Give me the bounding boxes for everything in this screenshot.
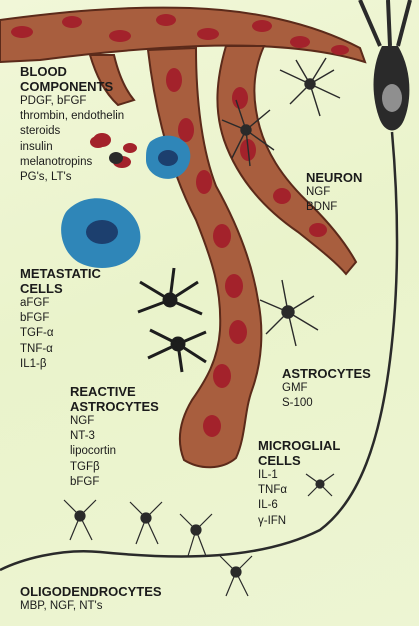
oligodendrocytes-item: MBP, NGF, NT's	[20, 599, 162, 614]
astrocytes-item: GMF	[282, 381, 371, 396]
reactive-astrocytes-item: TGFβ	[70, 460, 159, 475]
metastatic-item: TNF-α	[20, 342, 101, 357]
oligodendrocytes-list: MBP, NGF, NT's	[20, 599, 162, 614]
neuron-title: NEURON	[306, 170, 362, 185]
reactive-astrocytes-item: NT-3	[70, 429, 159, 444]
microglial-title: MICROGLIAL CELLS	[258, 438, 340, 468]
astrocyte-top	[280, 58, 340, 116]
reactive-astrocytes-item: lipocortin	[70, 444, 159, 459]
metastatic-item: bFGF	[20, 311, 101, 326]
astrocytes-group: ASTROCYTES GMF S-100	[282, 366, 371, 411]
metastatic-group: METASTATIC CELLS aFGF bFGF TGF-α TNF-α I…	[20, 266, 101, 372]
metastatic-list: aFGF bFGF TGF-α TNF-α IL1-β	[20, 296, 101, 372]
metastatic-item: IL1-β	[20, 357, 101, 372]
blood-component-item: insulin	[20, 140, 124, 155]
reactive-astrocytes	[138, 268, 206, 372]
blood-components-group: BLOOD COMPONENTS PDGF, bFGF thrombin, en…	[20, 64, 124, 185]
microglial-group: MICROGLIAL CELLS IL-1 TNFα IL-6 γ-IFN	[258, 438, 340, 529]
oligodendrocytes-group: OLIGODENDROCYTES MBP, NGF, NT's	[20, 584, 162, 614]
oligodendrocytes-title: OLIGODENDROCYTES	[20, 584, 162, 599]
blood-component-item: steroids	[20, 124, 124, 139]
blood-component-item: PDGF, bFGF	[20, 94, 124, 109]
microglial-list: IL-1 TNFα IL-6 γ-IFN	[258, 468, 340, 529]
oligodendrocytes	[64, 500, 252, 596]
astrocytes-item: S-100	[282, 396, 371, 411]
astrocyte-mid	[260, 280, 318, 346]
reactive-astrocytes-item: bFGF	[70, 475, 159, 490]
microglial-item: IL-6	[258, 498, 340, 513]
metastatic-item: TGF-α	[20, 326, 101, 341]
blood-component-item: melanotropins	[20, 155, 124, 170]
microglial-item: TNFα	[258, 483, 340, 498]
reactive-astrocytes-group: REACTIVE ASTROCYTES NGF NT-3 lipocortin …	[70, 384, 159, 490]
microglial-item: IL-1	[258, 468, 340, 483]
astrocytes-title: ASTROCYTES	[282, 366, 371, 381]
metastatic-title: METASTATIC CELLS	[20, 266, 101, 296]
astrocytes-list: GMF S-100	[282, 381, 371, 411]
blood-component-item: thrombin, endothelin	[20, 109, 124, 124]
reactive-astrocytes-list: NGF NT-3 lipocortin TGFβ bFGF	[70, 414, 159, 490]
neuron-list: NGF BDNF	[306, 185, 362, 215]
neuron-group: NEURON NGF BDNF	[306, 170, 362, 215]
blood-components-list: PDGF, bFGF thrombin, endothelin steroids…	[20, 94, 124, 185]
reactive-astrocytes-item: NGF	[70, 414, 159, 429]
neuron-item: NGF	[306, 185, 362, 200]
blood-component-item: PG's, LT's	[20, 170, 124, 185]
neuron-item: BDNF	[306, 200, 362, 215]
reactive-astrocytes-title: REACTIVE ASTROCYTES	[70, 384, 159, 414]
blood-components-title: BLOOD COMPONENTS	[20, 64, 124, 94]
metastatic-item: aFGF	[20, 296, 101, 311]
microglial-item: γ-IFN	[258, 514, 340, 529]
